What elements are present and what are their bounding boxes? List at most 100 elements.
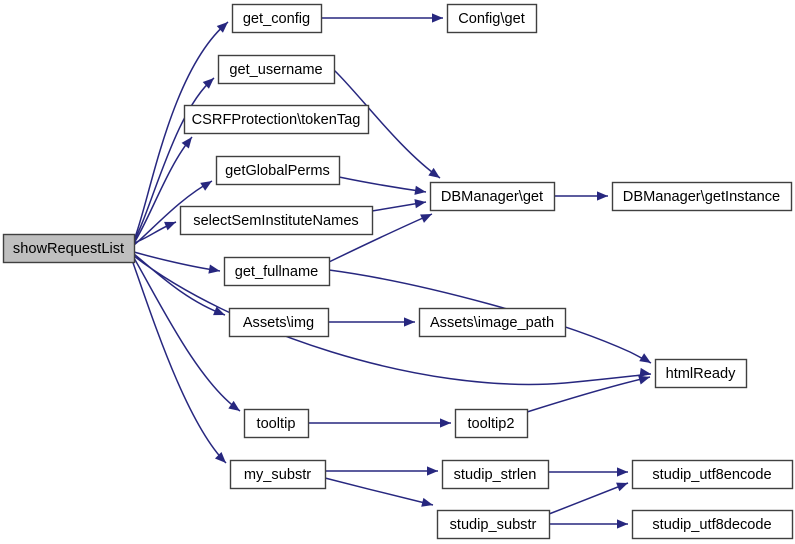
arrowhead-icon: [214, 451, 226, 463]
edge-DBManager_get-to-DBManager_getInstance: [554, 191, 608, 201]
edge-my_substr-to-studip_substr: [324, 477, 434, 507]
node-box[interactable]: [418, 307, 567, 338]
node-label: getGlobalPerms: [225, 163, 330, 179]
node-box[interactable]: [228, 307, 330, 338]
edge-tooltip-to-tooltip2: [308, 418, 451, 428]
arrowhead-icon: [639, 367, 651, 378]
edge-studip_strlen-to-studip_utf8encode: [548, 467, 628, 477]
node-label: get_username: [229, 62, 322, 78]
edge-get_fullname-to-htmlReady: [328, 269, 652, 364]
node-label: tooltip2: [467, 416, 514, 432]
graph-node-get_config[interactable]: get_config: [231, 3, 323, 34]
arrowhead-icon: [428, 167, 440, 178]
node-box[interactable]: [611, 181, 793, 212]
edge-showRequestList-to-get_fullname: [133, 251, 221, 274]
arrowhead-icon: [213, 306, 225, 316]
node-box[interactable]: [229, 459, 327, 490]
nodes-layer: showRequestList get_config Config\get get_u…: [2, 3, 794, 540]
node-label: get_config: [243, 11, 310, 27]
node-box[interactable]: [631, 509, 794, 540]
edge-showRequestList-to-htmlReady: [133, 255, 652, 386]
node-box[interactable]: [217, 54, 336, 85]
graph-node-selectSemInstituteNames[interactable]: selectSemInstituteNames: [179, 205, 374, 236]
edge-tooltip2-to-htmlReady: [526, 375, 651, 413]
node-label: selectSemInstituteNames: [193, 213, 358, 229]
graph-node-tooltip2[interactable]: tooltip2: [454, 408, 529, 439]
graph-node-htmlReady[interactable]: htmlReady: [654, 358, 748, 389]
node-label: studip_utf8decode: [652, 517, 771, 533]
arrowhead-icon: [414, 199, 426, 209]
node-box[interactable]: [446, 3, 538, 34]
graph-node-studip_utf8encode[interactable]: studip_utf8encode: [631, 459, 794, 490]
edge-Assets_img-to-Assets_image_path: [328, 317, 415, 327]
node-label: showRequestList: [13, 241, 124, 257]
node-box[interactable]: [243, 408, 310, 439]
edge-get_fullname-to-DBManager_get: [328, 213, 433, 263]
node-box[interactable]: [2, 233, 136, 264]
node-box[interactable]: [454, 408, 529, 439]
node-box[interactable]: [631, 459, 794, 490]
graph-node-studip_strlen[interactable]: studip_strlen: [441, 459, 550, 490]
node-box[interactable]: [231, 3, 323, 34]
arrowhead-icon: [617, 519, 628, 529]
arrowhead-icon: [208, 264, 220, 274]
graph-node-Assets_img[interactable]: Assets\img: [228, 307, 330, 338]
graph-node-Config_get[interactable]: Config\get: [446, 3, 538, 34]
edge-showRequestList-to-get_username: [133, 77, 215, 242]
node-label: get_fullname: [235, 264, 319, 280]
graph-node-showRequestList[interactable]: showRequestList: [2, 233, 136, 264]
node-label: Config\get: [458, 11, 525, 27]
node-box[interactable]: [441, 459, 550, 490]
node-box[interactable]: [215, 155, 341, 186]
graph-node-DBManager_getInstance[interactable]: DBManager\getInstance: [611, 181, 793, 212]
edge-line: [333, 69, 441, 179]
graph-node-CSRFProtection_tokenTag[interactable]: CSRFProtection\tokenTag: [183, 104, 370, 135]
arrowhead-icon: [200, 181, 212, 191]
arrowhead-icon: [420, 214, 432, 223]
arrowhead-icon: [639, 353, 651, 363]
graph-node-get_username[interactable]: get_username: [217, 54, 336, 85]
graph-node-Assets_image_path[interactable]: Assets\image_path: [418, 307, 567, 338]
edges-layer: [131, 13, 652, 529]
node-label: tooltip: [257, 416, 296, 432]
arrowhead-icon: [421, 497, 433, 507]
node-label: my_substr: [244, 467, 311, 483]
node-label: htmlReady: [666, 366, 736, 382]
node-box[interactable]: [223, 256, 331, 287]
node-box[interactable]: [654, 358, 748, 389]
graph-node-studip_substr[interactable]: studip_substr: [436, 509, 551, 540]
arrowhead-icon: [440, 418, 451, 428]
edge-line: [133, 257, 241, 412]
arrowhead-icon: [202, 78, 214, 89]
edge-line: [133, 77, 215, 242]
arrowhead-icon: [427, 466, 438, 476]
edge-showRequestList-to-tooltip: [133, 257, 241, 412]
edge-studip_substr-to-studip_utf8encode: [548, 482, 629, 515]
graph-node-get_fullname[interactable]: get_fullname: [223, 256, 331, 287]
graph-node-tooltip[interactable]: tooltip: [243, 408, 310, 439]
edge-line: [548, 482, 629, 515]
node-box[interactable]: [429, 181, 556, 212]
arrowhead-icon: [181, 137, 192, 149]
node-label: DBManager\get: [441, 189, 543, 205]
node-box[interactable]: [179, 205, 374, 236]
node-label: studip_strlen: [454, 467, 537, 483]
arrowhead-icon: [164, 221, 176, 231]
graph-node-studip_utf8decode[interactable]: studip_utf8decode: [631, 509, 794, 540]
arrowhead-icon: [616, 482, 628, 492]
edge-studip_substr-to-studip_utf8decode: [549, 519, 628, 529]
edge-line: [133, 21, 229, 241]
node-box[interactable]: [436, 509, 551, 540]
graph-node-DBManager_get[interactable]: DBManager\get: [429, 181, 556, 212]
graph-node-my_substr[interactable]: my_substr: [229, 459, 327, 490]
node-label: Assets\image_path: [430, 315, 554, 331]
edge-line: [526, 376, 651, 413]
edge-line: [133, 255, 652, 386]
edge-line: [133, 136, 193, 244]
edge-showRequestList-to-get_config: [133, 21, 229, 241]
node-box[interactable]: [183, 104, 370, 135]
arrowhead-icon: [432, 13, 443, 23]
graph-node-getGlobalPerms[interactable]: getGlobalPerms: [215, 155, 341, 186]
arrowhead-icon: [414, 185, 426, 195]
